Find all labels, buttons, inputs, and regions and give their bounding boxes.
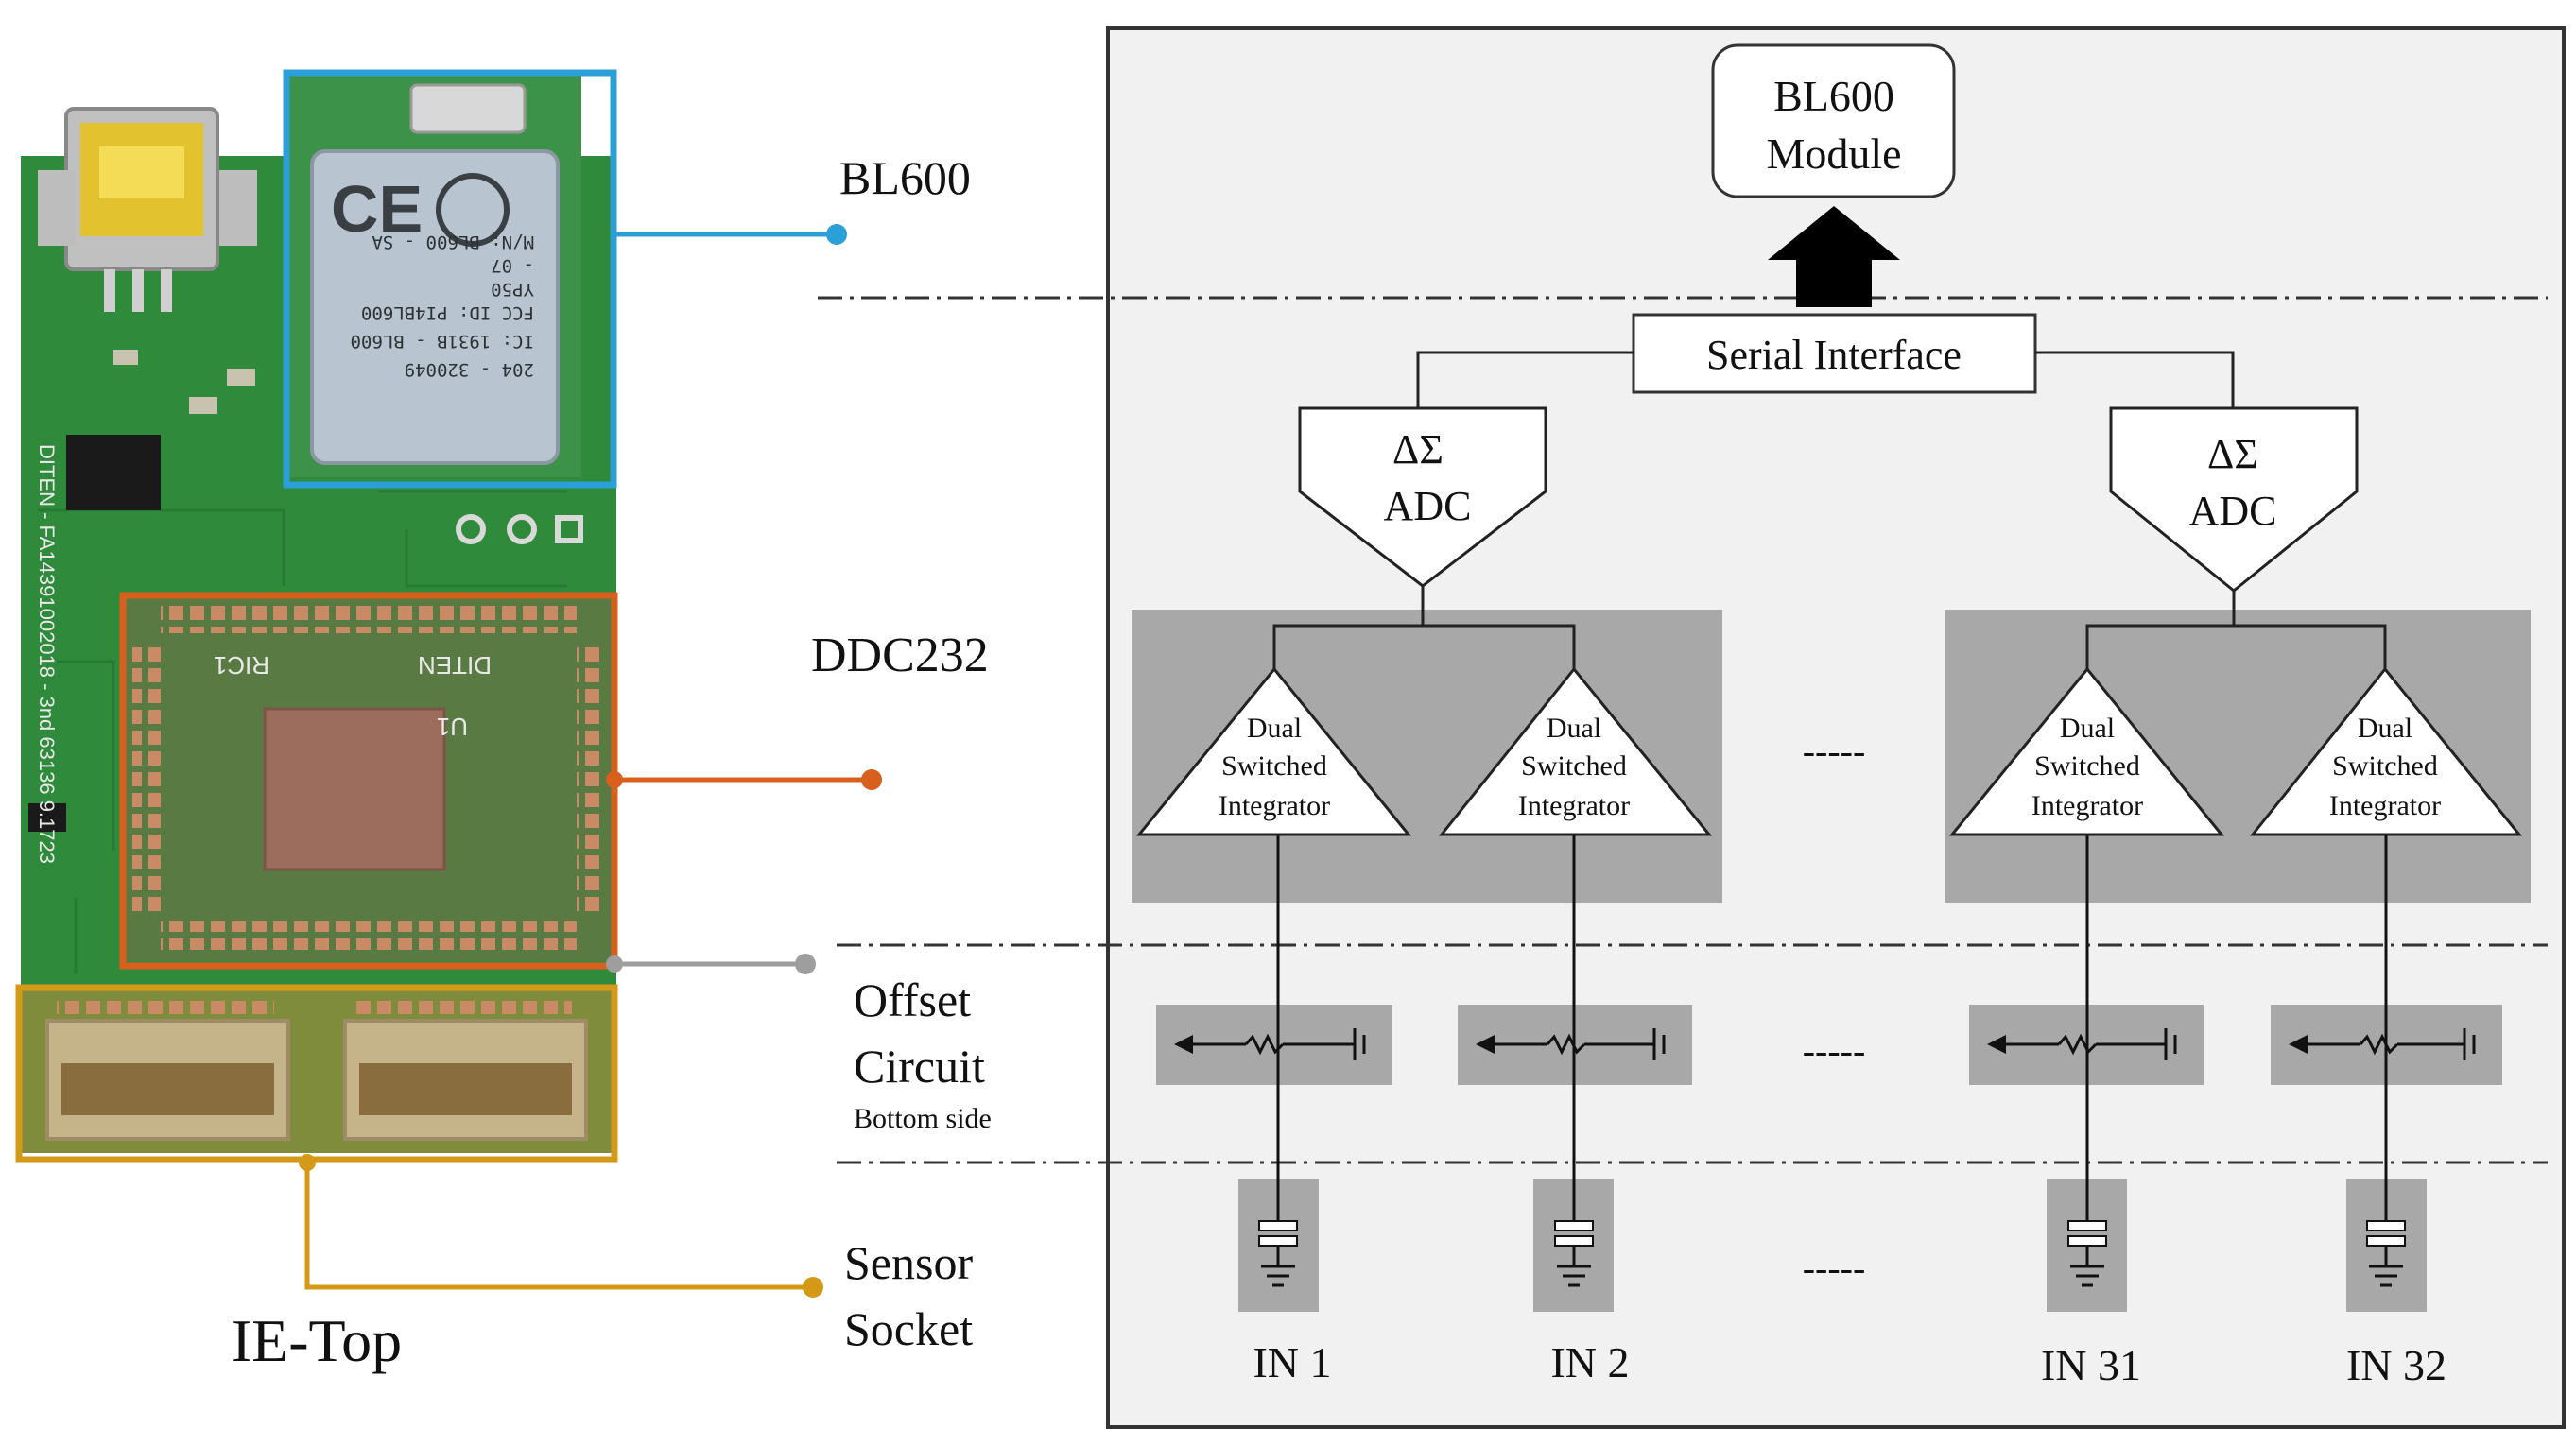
ce-mark-icon: CE: [331, 172, 423, 246]
bl600-module-photo: CE 204 - 320049 IC: 1931B - BL600 FCC ID…: [288, 76, 581, 477]
block-diagram: BL600 Module Serial Interface ΔΣ ADC ΔΣ …: [818, 26, 2566, 1429]
socket-leader-dot: [803, 1277, 823, 1298]
offset-resistor-icons: [1189, 1028, 2476, 1060]
adc-block-left: [1298, 406, 1547, 588]
integrator-1: Dual Switched Integrator: [1135, 666, 1412, 836]
svg-text:DITEN: DITEN: [418, 651, 492, 680]
svg-text:Switched: Switched: [2034, 750, 2140, 782]
usb-connector-icon: [38, 107, 257, 312]
ddc232-leader-dot: [861, 769, 882, 790]
socket-leader-line: [304, 1160, 813, 1290]
offset-leader-dot: [795, 954, 816, 974]
input-label-1: IN 1: [1253, 1338, 1331, 1386]
offset-ellipsis: -----: [1803, 1029, 1866, 1072]
svg-text:ADC: ADC: [1384, 483, 1472, 529]
serial-interface-block: [1632, 313, 2037, 394]
bl600-highlight-box: [283, 69, 617, 489]
up-arrow-icon: [1768, 206, 1900, 307]
svg-text:ΔΣ: ΔΣ: [2207, 431, 2258, 477]
svg-text:Dual: Dual: [2358, 713, 2412, 744]
svg-text:ADC: ADC: [2189, 488, 2277, 534]
adc-block-right: [2109, 406, 2359, 593]
svg-text:U1: U1: [437, 713, 468, 741]
offset-arrow-icons: [1174, 1035, 2308, 1054]
label-bl600: BL600: [839, 151, 971, 204]
svg-text:Switched: Switched: [2332, 750, 2438, 782]
integrator-2: Dual Switched Integrator: [1438, 666, 1713, 836]
photo-caption: IE-Top: [232, 1307, 402, 1374]
svg-text:BL600: BL600: [1773, 72, 1894, 120]
label-offset-line2: Circuit: [854, 1040, 985, 1093]
board-photo: DITEN - FA14391002018 - 3nd 63136 9.1723…: [15, 69, 882, 1374]
svg-text:Switched: Switched: [1221, 750, 1327, 782]
input-label-32: IN 32: [2346, 1341, 2446, 1389]
svg-text:Integrator: Integrator: [2329, 790, 2441, 821]
label-sensor-line1: Sensor: [844, 1236, 973, 1289]
label-offset-line1: Offset: [854, 973, 971, 1026]
bl600-module-block: [1711, 43, 1956, 198]
compliance-mark-icon: [436, 173, 510, 247]
svg-text:Integrator: Integrator: [2031, 790, 2143, 821]
integrator-ellipsis: -----: [1803, 730, 1866, 772]
ic-chip-small: [66, 435, 161, 510]
ddc232-chip-photo: RIC1 DITEN U1: [123, 597, 614, 961]
svg-text:Serial Interface: Serial Interface: [1706, 332, 1962, 378]
svg-text:Dual: Dual: [1247, 713, 1302, 744]
svg-text:YP50: YP50: [491, 279, 534, 300]
svg-text:FCC ID: PI4BL600: FCC ID: PI4BL600: [361, 302, 534, 323]
label-sensor-line2: Socket: [844, 1302, 973, 1355]
svg-text:RIC1: RIC1: [214, 651, 269, 680]
input-label-31: IN 31: [2041, 1341, 2141, 1389]
svg-text:M/N: BL600 - SA: M/N: BL600 - SA: [372, 232, 534, 252]
capacitor-icons: [1258, 1220, 2406, 1287]
svg-text:Integrator: Integrator: [1518, 790, 1630, 821]
signal-wires: [1276, 835, 2388, 1221]
input-label-2: IN 2: [1550, 1338, 1629, 1386]
sensor-socket-photo: [21, 988, 616, 1153]
svg-text:Dual: Dual: [1547, 713, 1601, 744]
sensor-ellipsis: -----: [1803, 1247, 1866, 1289]
label-ddc232: DDC232: [811, 628, 989, 682]
integrator-32: Dual Switched Integrator: [2249, 666, 2523, 836]
board-silkscreen-text: DITEN - FA14391002018 - 3nd 63136 9.1723: [35, 444, 59, 864]
svg-text:ΔΣ: ΔΣ: [1392, 426, 1444, 473]
svg-text:Switched: Switched: [1521, 750, 1627, 782]
svg-text:Module: Module: [1766, 129, 1901, 178]
bl600-leader-dot: [826, 224, 847, 245]
svg-text:- 07: - 07: [491, 255, 534, 276]
socket-highlight-box: [15, 984, 618, 1163]
svg-text:204 - 320049: 204 - 320049: [405, 359, 534, 380]
svg-text:Integrator: Integrator: [1219, 790, 1330, 821]
label-offset-sub: Bottom side: [854, 1103, 992, 1134]
svg-text:Dual: Dual: [2060, 713, 2115, 744]
svg-text:IC: 1931B - BL600: IC: 1931B - BL600: [351, 331, 534, 352]
